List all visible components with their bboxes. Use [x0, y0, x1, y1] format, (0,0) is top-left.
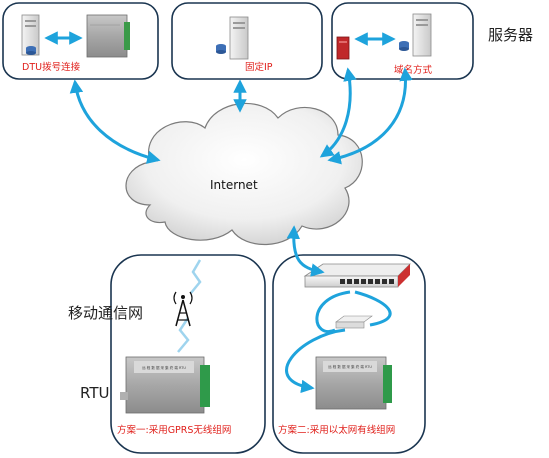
servers-title: 服务器: [488, 26, 533, 44]
rtu-device-icon: 远 程 数 据 采 集 终 端 RTU: [120, 356, 210, 414]
firewall-icon: [336, 36, 350, 60]
mobile-network-label: 移动通信网: [68, 304, 143, 322]
rtu-label: RTU: [80, 384, 109, 402]
cell-tower-icon: [173, 291, 193, 327]
dtu-label: DTU拨号连接: [22, 61, 81, 73]
fixed-ip-label: 固定IP: [245, 61, 273, 73]
link-domain-cloud: [327, 67, 413, 165]
server-icon: [399, 13, 432, 57]
rtu-device-icon: 远 程 数 据 采 集 终 端 RTU: [315, 356, 392, 410]
scheme1-label: 方案一:采用GPRS无线组网: [117, 424, 231, 436]
link-cloud-switch: [286, 225, 325, 277]
rtu-face-text: 远 程 数 据 采 集 终 端 RTU: [142, 365, 186, 370]
scheme1-box: [110, 254, 266, 454]
switch-icon: [303, 263, 411, 288]
internet-label: Internet: [210, 178, 258, 192]
rtu-face-text: 远 程 数 据 采 集 终 端 RTU: [328, 364, 372, 369]
domain-label: 域名方式: [394, 64, 433, 76]
link-router-rtu: [285, 328, 346, 394]
link-dtu-cloud: [69, 79, 161, 164]
link-switch-router: [315, 290, 392, 333]
dtu-device-icon: [86, 14, 130, 58]
router-icon: [335, 315, 373, 329]
wireless-signal-top: [190, 259, 202, 294]
server-icon: [21, 14, 40, 56]
internet-cloud: [125, 102, 363, 246]
server-icon: [216, 16, 249, 60]
wireless-signal-bottom: [177, 317, 190, 353]
scheme2-label: 方案二:采用以太网有线组网: [278, 424, 395, 436]
scheme2-box: [272, 254, 426, 454]
